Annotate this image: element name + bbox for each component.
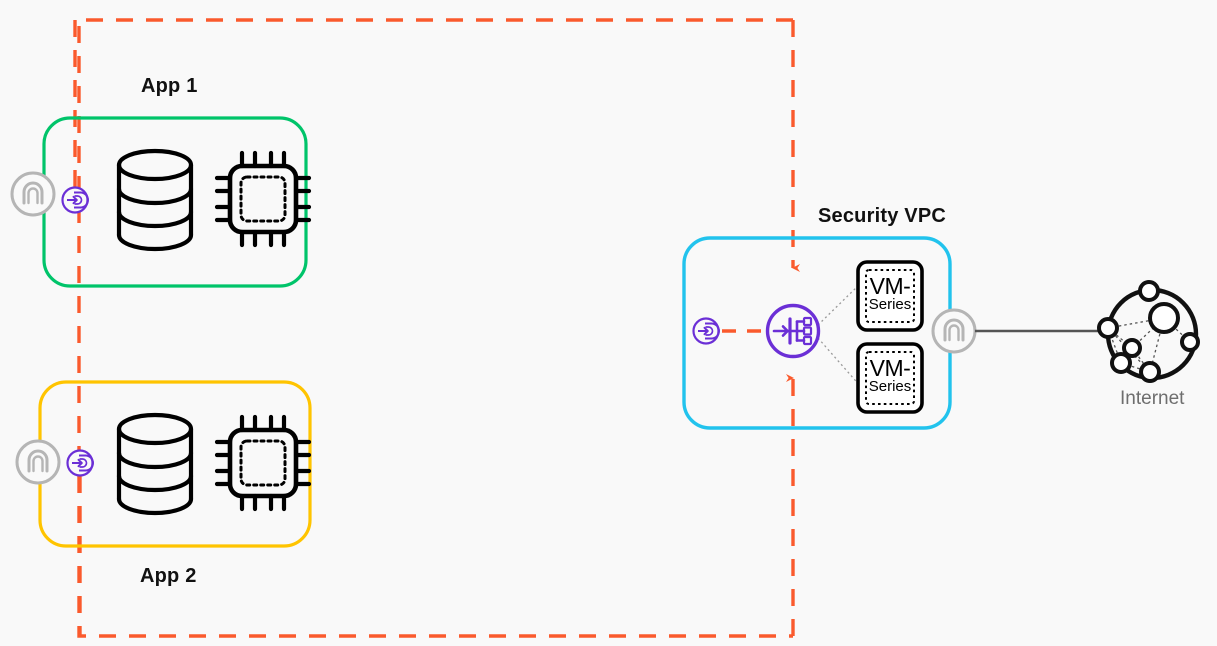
security-vpc-label: Security VPC bbox=[818, 205, 947, 227]
internet-globe-icon bbox=[1097, 280, 1200, 383]
vm-series-1-line2: Series bbox=[868, 296, 912, 313]
database-icon bbox=[116, 148, 194, 252]
security-vpc-group[interactable] bbox=[682, 236, 977, 430]
transit-boundary bbox=[77, 18, 800, 638]
private-endpoint-icon[interactable] bbox=[61, 186, 89, 214]
vm-series-2-line1: VM- bbox=[869, 355, 911, 381]
cpu-chip-icon bbox=[214, 414, 312, 512]
vm-series-1-line1: VM- bbox=[869, 273, 911, 299]
subnet-gateway-icon[interactable] bbox=[10, 171, 56, 217]
lb-to-firewall-links bbox=[817, 281, 863, 389]
app1-label: App 1 bbox=[141, 75, 198, 97]
private-endpoint-icon[interactable] bbox=[692, 317, 720, 345]
vm-series-1-text: VM- Series bbox=[858, 273, 922, 313]
vm-series-box[interactable] bbox=[856, 260, 924, 332]
app1-group[interactable] bbox=[10, 116, 312, 288]
cpu-chip-icon bbox=[214, 150, 312, 248]
subnet-gateway-icon[interactable] bbox=[15, 439, 61, 485]
vm-series-2-text: VM- Series bbox=[858, 355, 922, 395]
subnet-gateway-icon[interactable] bbox=[931, 308, 977, 354]
private-endpoint-icon[interactable] bbox=[66, 449, 94, 477]
load-balancer-icon[interactable] bbox=[765, 303, 821, 359]
app2-group[interactable] bbox=[15, 380, 312, 548]
vm-series-2-line2: Series bbox=[868, 378, 912, 395]
database-icon bbox=[116, 412, 194, 516]
vm-series-box[interactable] bbox=[856, 342, 924, 414]
app2-label: App 2 bbox=[140, 565, 197, 587]
internet-label: Internet bbox=[1120, 388, 1185, 409]
